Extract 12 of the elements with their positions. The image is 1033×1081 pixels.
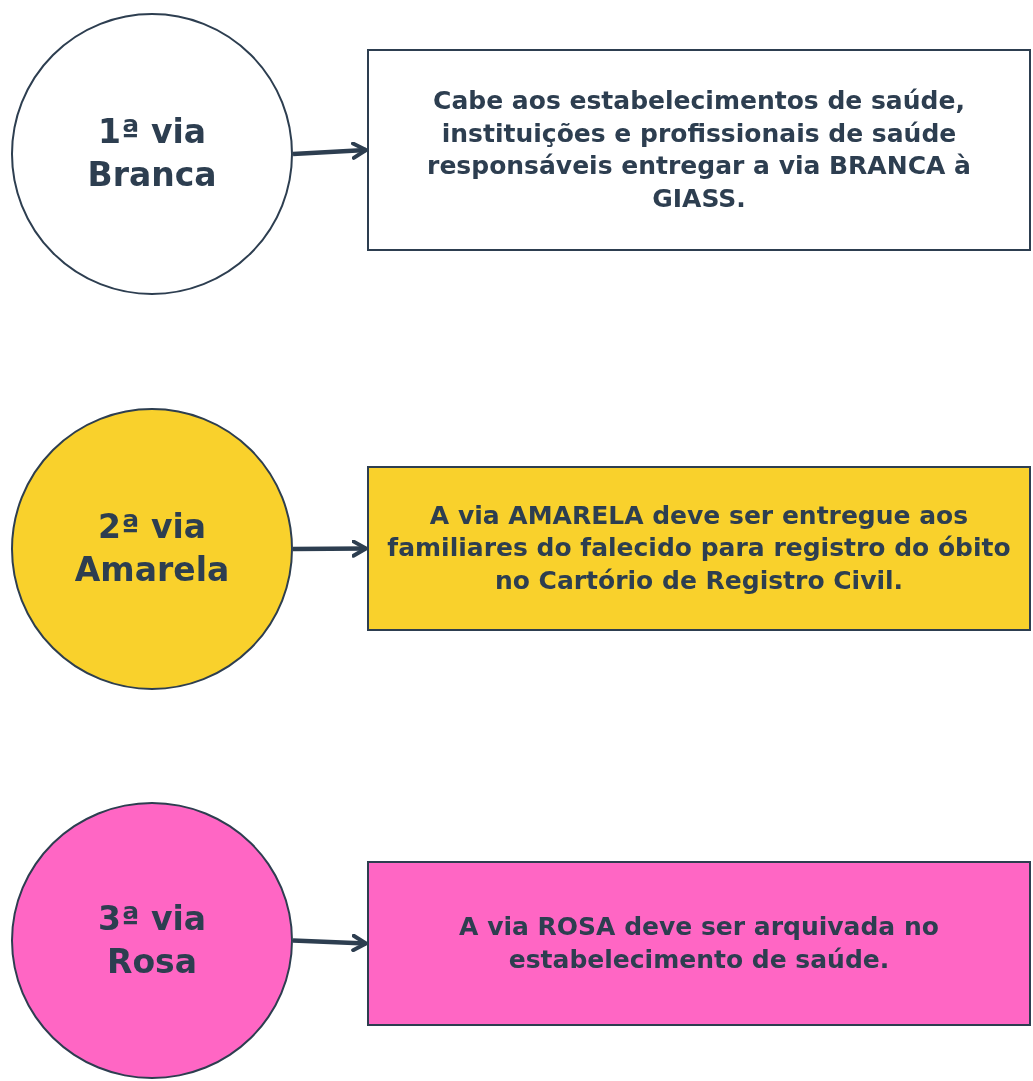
arrow (292, 141, 368, 160)
node-label: 2ª via Amarela (73, 506, 231, 591)
node-label: 3ª via Rosa (96, 897, 208, 983)
description-box (367, 861, 1031, 1026)
description-text: A via AMARELA deve ser entregue aos familiares do falecido para registro do óbito no Cartório de Registro Civil. (386, 499, 1012, 597)
arrow (292, 933, 368, 953)
arrow (293, 539, 368, 558)
description-text: Cabe aos estabelecimentos de saúde, instituições e profissionais de saúde responsáveis entregar a via BRANCA à GIASS. (426, 85, 972, 215)
description-box (367, 466, 1031, 631)
description-box (367, 49, 1031, 251)
node-label: 1ª via Branca (86, 111, 218, 196)
description-text: A via ROSA deve ser arquivada no estabelecimento de saúde. (458, 911, 940, 976)
